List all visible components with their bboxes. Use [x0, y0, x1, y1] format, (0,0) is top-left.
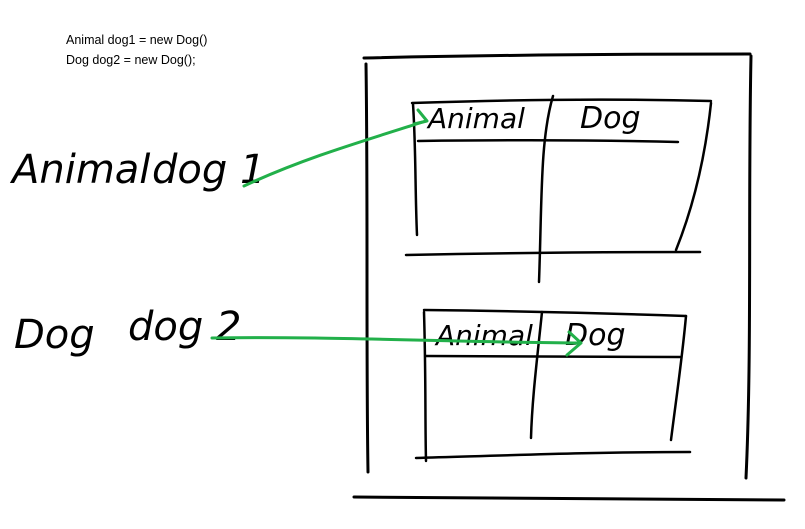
heap-object-2-left-cell: Animal — [434, 319, 533, 352]
heap-object-1-left-cell: Animal — [426, 102, 525, 135]
reference-arrow-2 — [210, 330, 583, 357]
var-name-label-1: dog 1 — [152, 147, 265, 193]
var-name-label-2: dog 2 — [128, 304, 241, 350]
var-type-label-2: Dog — [14, 312, 95, 358]
heap-object-1-right-cell: Dog — [580, 101, 641, 136]
code-line-2: Dog dog2 = new Dog(); — [66, 53, 196, 67]
code-line-1: Animal dog1 = new Dog() — [66, 33, 208, 47]
heap-box — [352, 52, 786, 502]
var-type-label-1: Animal — [9, 147, 150, 193]
reference-arrow-1 — [242, 108, 429, 188]
heap-object-1 — [404, 94, 713, 284]
code-snippet: Animal dog1 = new Dog() Dog dog2 = new D… — [66, 30, 207, 70]
heap-object-2 — [414, 308, 692, 463]
